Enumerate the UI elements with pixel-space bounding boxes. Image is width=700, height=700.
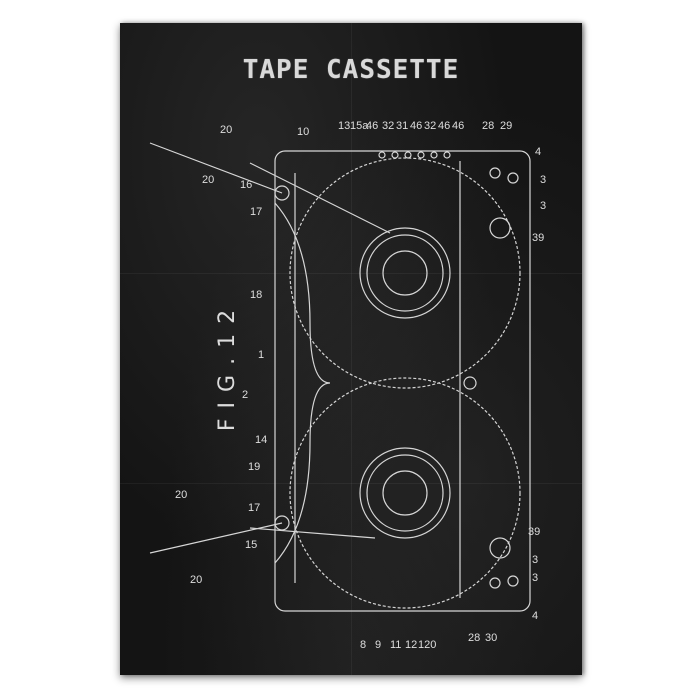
callout-label: 9 — [375, 639, 381, 651]
callout-label: 46 — [452, 120, 464, 132]
small-hole — [489, 577, 501, 589]
callouts-left-bottom: 20 17 15 20 — [175, 489, 260, 586]
callout-label: 120 — [418, 639, 436, 651]
reel-bottom-mid2 — [366, 454, 444, 532]
callout-label: 29 — [500, 120, 512, 132]
callout-label: 28 — [482, 120, 494, 132]
center-pin — [463, 376, 477, 390]
callout-label: 31 — [396, 120, 408, 132]
callout-label: 3 — [540, 174, 546, 186]
callout-label: 19 — [248, 461, 260, 473]
top-hole — [430, 151, 438, 159]
cassette-left-profile — [274, 202, 331, 564]
reel-bottom-inner — [382, 470, 428, 516]
callout-label: 46 — [410, 120, 422, 132]
callout-label: 20 — [190, 574, 202, 586]
tape-path — [149, 522, 283, 554]
callouts-top: 10 13 15a 46 32 31 46 32 46 46 28 29 — [297, 120, 512, 138]
reel-bottom-mid — [359, 447, 451, 539]
callout-label: 3 — [540, 200, 546, 212]
callout-label: 28 — [468, 632, 480, 644]
callout-label: 46 — [438, 120, 450, 132]
callout-label: 20 — [202, 174, 214, 186]
callouts-bottom: 8 9 11 12 120 28 30 — [360, 632, 497, 651]
top-hole — [378, 151, 386, 159]
fold-crease — [120, 273, 582, 274]
guide-hole — [489, 537, 511, 559]
callout-label: 39 — [528, 526, 540, 538]
callout-label: 3 — [532, 572, 538, 584]
cassette-outline — [274, 150, 531, 612]
callout-label: 11 — [390, 639, 401, 651]
tape-path — [249, 527, 376, 539]
callout-label: 17 — [248, 502, 260, 514]
callout-label: 2 — [242, 389, 248, 401]
reel-top-mid2 — [366, 234, 444, 312]
small-hole — [507, 575, 519, 587]
callout-label: 10 — [297, 126, 309, 138]
top-hole — [443, 151, 451, 159]
callout-label: 8 — [360, 639, 366, 651]
callout-label: 46 — [366, 120, 378, 132]
reel-top-mid — [359, 227, 451, 319]
reel-top-inner — [382, 250, 428, 296]
callout-label: 18 — [250, 289, 262, 301]
fold-crease — [351, 23, 352, 675]
callout-label: 1 — [258, 349, 264, 361]
callout-label: 3 — [532, 554, 538, 566]
callout-label: 16 — [240, 179, 252, 191]
fold-crease — [120, 483, 582, 484]
reel-top-outer — [289, 157, 521, 389]
callout-label: 30 — [485, 632, 497, 644]
callout-label: 20 — [175, 489, 187, 501]
top-hole — [391, 151, 399, 159]
callout-label: 17 — [250, 206, 262, 218]
cassette-diagram: 10 13 15a 46 32 31 46 32 46 46 28 29 4 3… — [149, 120, 546, 651]
callout-label: 4 — [532, 610, 538, 622]
callouts-left-top: 20 20 16 17 — [202, 124, 262, 218]
callout-label: 14 — [255, 434, 267, 446]
small-hole — [489, 167, 501, 179]
callout-label: 12 — [405, 639, 417, 651]
callout-label: 15a — [350, 120, 369, 132]
callouts-right-top: 4 3 3 39 — [532, 146, 546, 244]
callout-label: 15 — [245, 539, 257, 551]
callouts-left-mid: 18 1 2 14 19 — [242, 289, 267, 473]
left-roller — [274, 185, 290, 201]
tape-path — [149, 142, 283, 194]
poster-title: TAPE CASSETTE — [242, 55, 460, 85]
callout-label: 32 — [424, 120, 436, 132]
callout-label: 39 — [532, 232, 544, 244]
callouts-right-bottom: 39 3 3 4 — [528, 526, 540, 622]
callout-label: 4 — [535, 146, 541, 158]
callout-label: 13 — [338, 120, 350, 132]
framed-print: TAPE CASSETTE FIG.12 — [120, 23, 582, 675]
guide-hole — [489, 217, 511, 239]
reel-bottom-outer — [289, 377, 521, 609]
top-hole — [404, 151, 412, 159]
tape-path — [249, 162, 391, 234]
small-hole — [507, 172, 519, 184]
callout-label: 32 — [382, 120, 394, 132]
top-hole — [417, 151, 425, 159]
callout-label: 20 — [220, 124, 232, 136]
